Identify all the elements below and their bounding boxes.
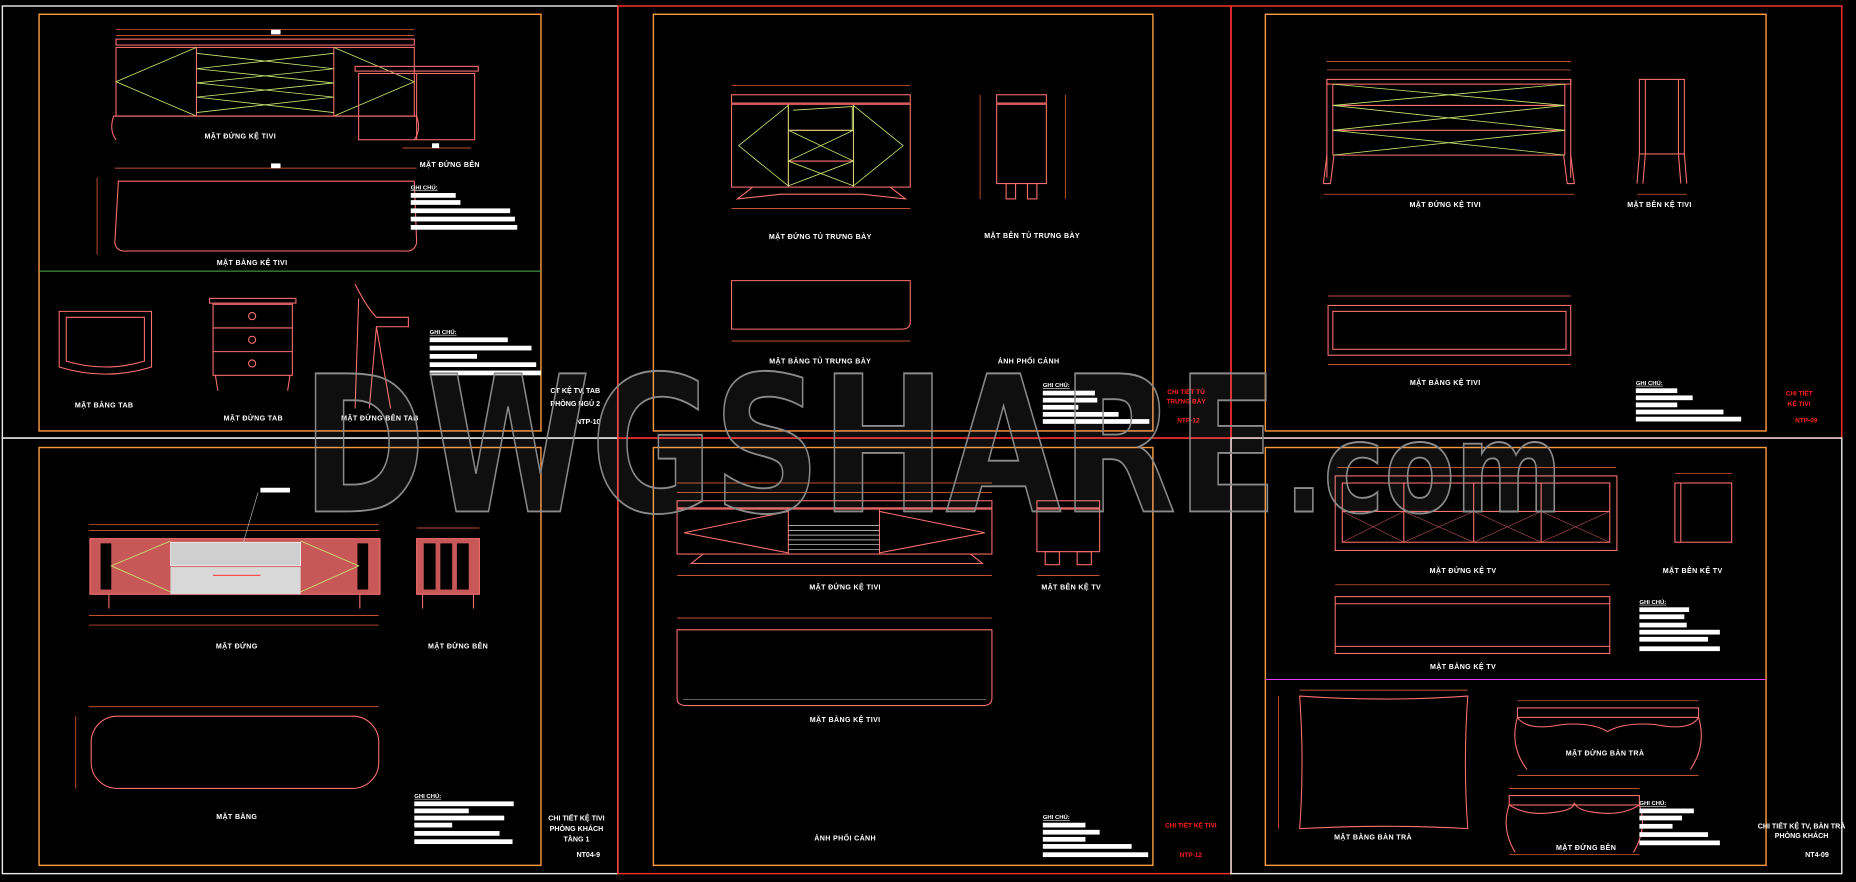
sheet-2[interactable]: GHI CHÚ: MẶT ĐỨNG TỦ TRƯNG BÀY MẶT BÊN T… [652,13,1206,432]
notes-block: GHI CHÚ: [414,793,514,845]
sheet-code: NTP-09 [1795,418,1818,425]
tab-front-elevation [208,297,297,391]
notes-block: GHI CHÚ: GHI CHÚ: [1639,599,1720,846]
display-cabinet-plan [730,280,911,342]
tv-stand-plan [96,163,418,255]
svg-text:GHI CHÚ:: GHI CHÚ: [1639,800,1666,807]
sheet-title: PHÒNG KHÁCH [550,824,604,833]
view-label: MẶT BẰNG BÀN TRÀ [1334,832,1412,841]
display-cabinet-front [730,84,911,209]
sheet-code: NTP-12 [1180,852,1203,859]
watermark-main: DWGSHARE [302,335,1279,556]
view-label: MẶT ĐỨNG BÊN TAB [341,413,419,422]
view-label: MẶT ĐỨNG [216,642,258,651]
view-label: MẶT ĐỨNG TAB [224,413,283,422]
sheet-6[interactable]: GHI CHÚ: GHI CHÚ: MẶT ĐỨNG KỆ TV MẶT BÊN… [1264,446,1846,867]
tab-side-elevation [354,283,409,409]
svg-text:GHI CHÚ:: GHI CHÚ: [1639,599,1666,606]
coffee-table-front [1514,700,1702,776]
sheet-4[interactable]: GHI CHÚ: MẶT ĐỨNG MẶT ĐỨNG BÊN MẶT BẰNG … [38,446,605,867]
watermark-suffix: .com [1284,397,1562,541]
sheet-title: CHI TIẾT KỆ TIVI [548,812,604,822]
tv-stand-front-elevation [676,482,993,576]
view-label: ẢNH PHỐI CẢNH [998,355,1060,365]
svg-text:GHI CHÚ:: GHI CHÚ: [1043,382,1070,389]
notes-block: GHI CHÚ: [1635,380,1742,422]
sheet-title: CHI TIẾT KỆ TV, BÀN TRÀ [1758,821,1846,831]
svg-text:GHI CHÚ:: GHI CHÚ: [1043,814,1070,821]
sheet-code: NT4-09 [1805,851,1829,859]
view-label: MẶT ĐỨNG BÊN [428,642,488,651]
sheet-title: KỆ TIVI [1788,399,1811,408]
sheet-title: PHÒNG KHÁCH [1775,831,1829,840]
tv-stand-side-elevation [1636,78,1688,195]
view-label: MẶT ĐỨNG KỆ TV [1430,566,1497,575]
view-label: MẶT BẰNG KỆ TIVI [217,258,288,267]
layout-frames [1,5,1843,875]
display-cabinet-side [979,94,1066,200]
sheet-title: CHI TIẾT [1786,387,1813,397]
tv-stand-side-elevation [416,527,480,609]
notes-block: GHI CHÚ: [1042,382,1150,424]
tv-stand-front-elevation [1334,467,1618,552]
sheet-title: CHI TIẾT TỦ [1167,386,1205,396]
svg-text:GHI CHÚ:: GHI CHÚ: [1636,380,1663,387]
tv-stand-plan [676,617,993,707]
view-label: MẶT BÊN KỆ TIVI [1627,200,1691,209]
tv-stand-front-elevation [111,29,420,141]
view-label: MẶT ĐỨNG BÊN [420,160,480,169]
sheet-code: NTP-12 [1177,418,1200,425]
svg-text:GHI CHÚ:: GHI CHÚ: [430,329,457,336]
sheet-code: NTP-10 [576,418,600,426]
svg-text:GHI CHÚ:: GHI CHÚ: [414,793,441,800]
coffee-table-side [1505,788,1643,856]
sheet-title: CHI TIẾT KỆ TIVI [1165,819,1217,829]
view-label: MẶT BẰNG TAB [75,400,134,409]
notes-block: GHI CHÚ: GHI CHÚ: [410,184,541,376]
watermark: DWGSHARE .com [301,334,1564,557]
view-label: MẶT ĐỨNG KỆ TIVI [205,132,276,141]
sheet-title: TẦNG 1 [563,834,589,844]
view-label: MẶT BẰNG KỆ TV [1430,662,1496,671]
sheet-1[interactable]: GHI CHÚ: GHI CHÚ: MẶT ĐỨNG KỆ TIVI MẶT Đ… [38,13,601,432]
sheet-3[interactable]: GHI CHÚ: MẶT ĐỨNG KỆ TIVI MẶT BÊN KỆ TIV… [1264,13,1818,432]
tv-stand-front-elevation [1322,61,1575,195]
view-label: MẶT BẰNG TỦ TRƯNG BÀY [769,356,871,365]
tab-plan [58,310,153,375]
view-label: ẢNH PHỐI CẢNH [814,832,876,842]
coffee-table-plan [1278,689,1469,830]
view-label: MẶT BẰNG KỆ TIVI [1410,378,1481,387]
view-label: MẶT BÊN TỦ TRƯNG BÀY [984,231,1080,240]
sheet-5[interactable]: GHI CHÚ: MẶT ĐỨNG KỆ TIVI MẶT BÊN KỆ TV … [652,446,1217,867]
tv-stand-plan [1334,584,1611,655]
notes-block: GHI CHÚ: [1042,814,1149,858]
view-label: MẶT ĐỨNG TỦ TRƯNG BÀY [769,232,872,241]
view-label: MẶT ĐỨNG BÊN [1556,843,1616,852]
tv-stand-plan [1327,295,1572,366]
view-label: MẶT BẰNG KỆ TIVI [810,715,881,724]
sheet-title: TRƯNG BÀY [1166,397,1206,406]
view-label: MẶT BẰNG [216,812,257,821]
sheet-title: PHÒNG NGỦ 2 [550,399,600,408]
notes-heading: GHI CHÚ: [411,184,438,191]
view-label: MẶT BÊN KỆ TV [1663,566,1723,575]
tv-stand-side-elevation [1036,500,1101,576]
tv-stand-side-elevation [1674,473,1733,543]
view-label: MẶT ĐỨNG KỆ TIVI [1410,200,1481,209]
view-label: MẶT BÊN KỆ TV [1041,583,1101,592]
tv-stand-side-elevation [354,65,479,149]
view-label: MẶT ĐỨNG KỆ TIVI [809,583,880,592]
tv-stand-front-elevation [88,487,381,626]
tv-stand-plan [75,706,380,789]
sheet-title: CT KỆ TV, TAB [550,386,600,395]
sheet-code: NT04-9 [576,851,600,859]
view-label: MẶT ĐỨNG BÀN TRÀ [1566,748,1645,757]
